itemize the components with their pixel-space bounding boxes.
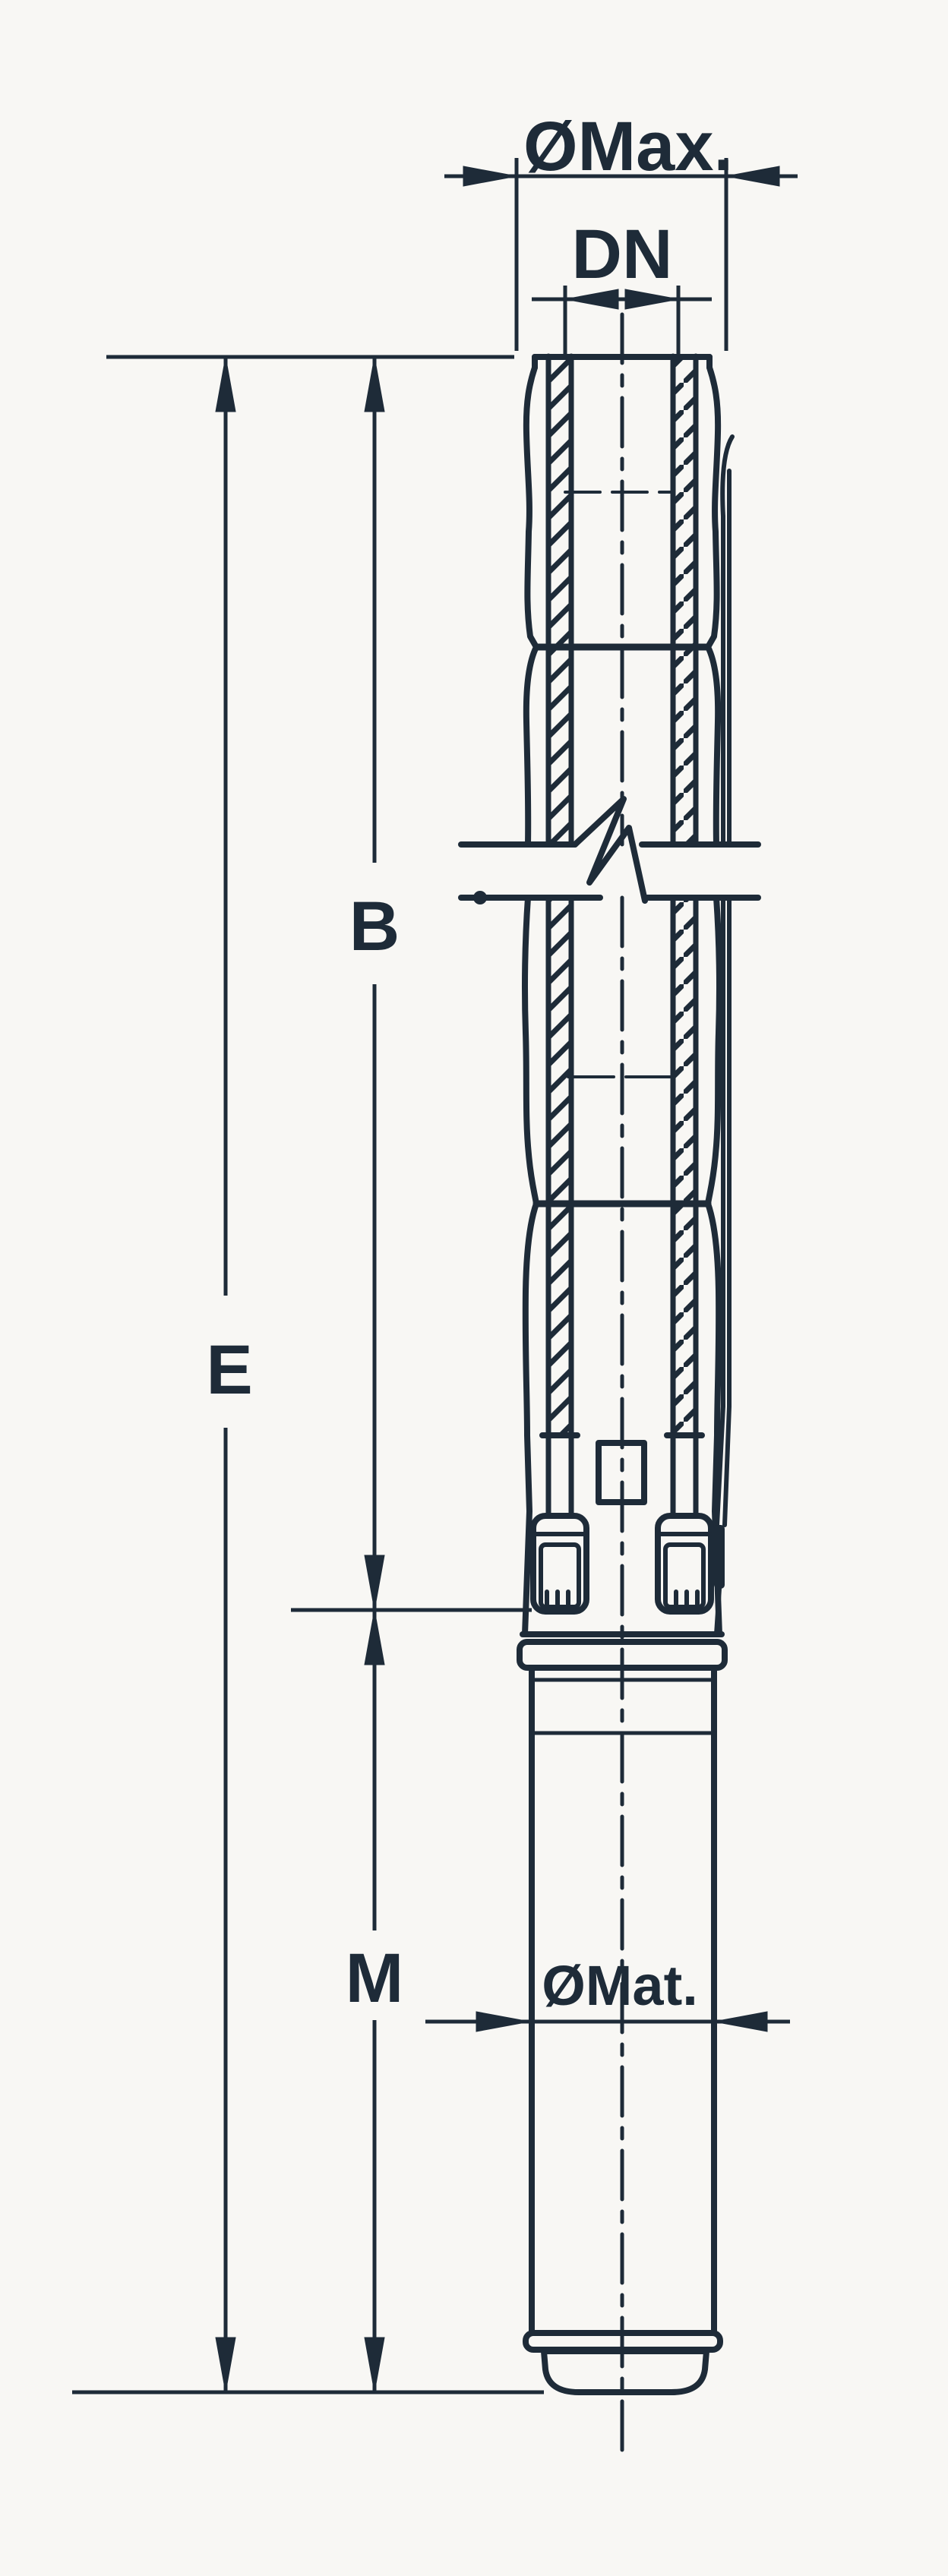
- break-symbol: [458, 796, 761, 904]
- arrow-up-icon: [364, 356, 385, 412]
- arrow-right-icon: [476, 2011, 530, 2032]
- cable-clamp-right: [655, 1513, 714, 1615]
- cable-guard-bar: [714, 1525, 725, 1589]
- arrow-down-icon: [364, 1555, 385, 1611]
- dimension-omat: [425, 2011, 790, 2032]
- label-max-diameter: ØMax.: [523, 108, 733, 185]
- arrow-up-icon: [215, 356, 236, 412]
- power-cable: [714, 434, 735, 1637]
- dimension-dn: [532, 289, 712, 310]
- dimension-e: [215, 356, 236, 2393]
- arrow-left-icon: [725, 166, 780, 187]
- pump-body: [458, 312, 761, 2452]
- cable-clamp-left: [530, 1513, 589, 1615]
- break-zigzag: [572, 796, 648, 904]
- arrow-right-icon: [624, 289, 679, 310]
- label-nominal-bore: DN: [572, 216, 673, 293]
- arrow-up-icon: [364, 1609, 385, 1665]
- break-leader-dot: [473, 891, 487, 904]
- dimension-m: [364, 1609, 385, 2393]
- dimension-b: [364, 356, 385, 1611]
- arrow-left-icon: [564, 289, 619, 310]
- arrow-right-icon: [463, 166, 517, 187]
- arrow-down-icon: [364, 2337, 385, 2393]
- outer-shell: [522, 354, 722, 1637]
- dimensioning: [72, 158, 798, 2394]
- label-dim-m: M: [346, 1940, 404, 2017]
- hatched-casing-lower: [545, 895, 699, 1438]
- dimension-omax: [444, 166, 798, 187]
- extension-lines: [72, 158, 728, 2394]
- label-dim-b: B: [349, 888, 400, 965]
- arrow-left-icon: [713, 2011, 768, 2032]
- hatched-casing-upper: [545, 353, 699, 848]
- bowl-end-and-risers: [539, 1432, 705, 1519]
- label-dim-e: E: [206, 1331, 252, 1409]
- motor-end-cap: [523, 2330, 723, 2395]
- dimension-labels: ØMax. DN B E M ØMat.: [206, 108, 733, 2017]
- label-motor-diameter: ØMat.: [542, 1954, 698, 2017]
- arrow-down-icon: [215, 2337, 236, 2393]
